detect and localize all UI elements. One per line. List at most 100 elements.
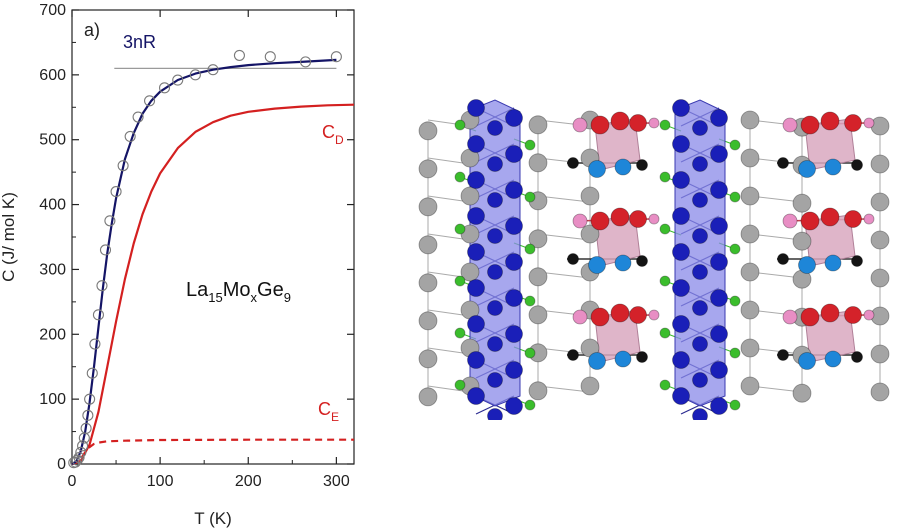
data-point bbox=[84, 393, 96, 405]
ge-atom bbox=[659, 379, 671, 391]
pink-atom bbox=[572, 117, 588, 133]
formula-el1: La bbox=[186, 279, 209, 301]
la-atom bbox=[870, 192, 890, 212]
data-point bbox=[264, 51, 276, 63]
label-CD-base: C bbox=[322, 122, 335, 142]
formula-el2: Mo bbox=[223, 279, 251, 301]
mo-atom bbox=[710, 397, 728, 415]
ge-atom bbox=[524, 399, 536, 411]
bond bbox=[537, 347, 591, 355]
mo-atom bbox=[487, 156, 503, 172]
x-tick-label: 300 bbox=[323, 473, 350, 490]
la-atom bbox=[792, 193, 812, 213]
black-atom bbox=[567, 253, 579, 265]
la-atom bbox=[418, 273, 438, 293]
data-point bbox=[77, 440, 89, 452]
la-atom bbox=[870, 268, 890, 288]
mo-atom bbox=[467, 207, 485, 225]
ge-atom bbox=[729, 243, 741, 255]
red-atom bbox=[590, 307, 610, 327]
data-point bbox=[96, 280, 108, 292]
y-tick-label: 300 bbox=[39, 261, 66, 278]
la-atom bbox=[792, 231, 812, 251]
mo-atom bbox=[505, 397, 523, 415]
la-atom bbox=[418, 121, 438, 141]
bond bbox=[537, 233, 591, 241]
mo-atom bbox=[672, 279, 690, 297]
label-CD-subscript: D bbox=[335, 133, 344, 147]
la-atom bbox=[418, 197, 438, 217]
y-tick-label: 200 bbox=[39, 326, 66, 343]
mo-atom bbox=[692, 120, 708, 136]
red-atom bbox=[820, 111, 840, 131]
data-point bbox=[117, 160, 129, 172]
red-atom bbox=[844, 306, 862, 324]
red-atom bbox=[820, 303, 840, 323]
pink-atom bbox=[863, 117, 875, 129]
ge-atom bbox=[659, 275, 671, 287]
cyan-atom bbox=[614, 350, 632, 368]
la-atom bbox=[460, 186, 480, 206]
mo-atom bbox=[505, 253, 523, 271]
cyan-atom bbox=[588, 160, 606, 178]
plot-frame bbox=[71, 9, 355, 465]
la-atom bbox=[528, 115, 548, 135]
mo-atom bbox=[672, 171, 690, 189]
pink-atom bbox=[648, 309, 660, 321]
y-tick-label: 500 bbox=[39, 132, 66, 149]
ge-atom bbox=[524, 191, 536, 203]
black-atom bbox=[777, 253, 789, 265]
red-atom bbox=[610, 303, 630, 323]
mo-atom bbox=[467, 243, 485, 261]
y-tick-label: 400 bbox=[39, 197, 66, 214]
series-total-fit bbox=[71, 58, 337, 465]
la-atom bbox=[418, 349, 438, 369]
la-atom bbox=[460, 262, 480, 282]
mo-atom bbox=[487, 372, 503, 388]
mo-atom bbox=[710, 361, 728, 379]
y-tick-label: 0 bbox=[57, 456, 66, 473]
data-point bbox=[172, 74, 184, 86]
cyan-atom bbox=[614, 254, 632, 272]
la-atom bbox=[528, 229, 548, 249]
red-atom bbox=[610, 111, 630, 131]
la-atom bbox=[740, 300, 760, 320]
mo-atom bbox=[710, 325, 728, 343]
mo-atom bbox=[467, 351, 485, 369]
la-atom bbox=[870, 344, 890, 364]
mo-atom bbox=[505, 217, 523, 235]
data-point bbox=[99, 244, 112, 256]
red-atom bbox=[590, 115, 610, 135]
la-atom bbox=[740, 148, 760, 168]
mo-atom bbox=[672, 135, 690, 153]
mo-atom bbox=[487, 264, 503, 280]
la-atom bbox=[418, 235, 438, 255]
mo-atom bbox=[672, 99, 690, 117]
data-point bbox=[158, 82, 171, 94]
la-atom bbox=[580, 376, 600, 396]
mo-atom bbox=[487, 120, 503, 136]
mo-atom bbox=[467, 99, 485, 117]
pink-atom bbox=[648, 213, 660, 225]
mo-atom bbox=[505, 325, 523, 343]
pink-atom bbox=[572, 213, 588, 229]
data-point bbox=[89, 338, 101, 350]
black-atom bbox=[777, 157, 789, 169]
la-atom bbox=[740, 186, 760, 206]
mo-atom bbox=[467, 315, 485, 333]
data-point bbox=[75, 446, 87, 458]
la-atom bbox=[740, 338, 760, 358]
ge-atom bbox=[659, 119, 671, 131]
data-point bbox=[330, 51, 342, 63]
mo-atom bbox=[692, 156, 708, 172]
mo-atom bbox=[672, 387, 690, 405]
la-atom bbox=[870, 154, 890, 174]
mo-atom bbox=[672, 351, 690, 369]
x-tick-label: 0 bbox=[68, 473, 77, 490]
cyan-atom bbox=[588, 256, 606, 274]
data-point bbox=[82, 409, 94, 421]
la-atom bbox=[792, 383, 812, 403]
mo-atom bbox=[487, 228, 503, 244]
cyan-atom bbox=[824, 158, 842, 176]
